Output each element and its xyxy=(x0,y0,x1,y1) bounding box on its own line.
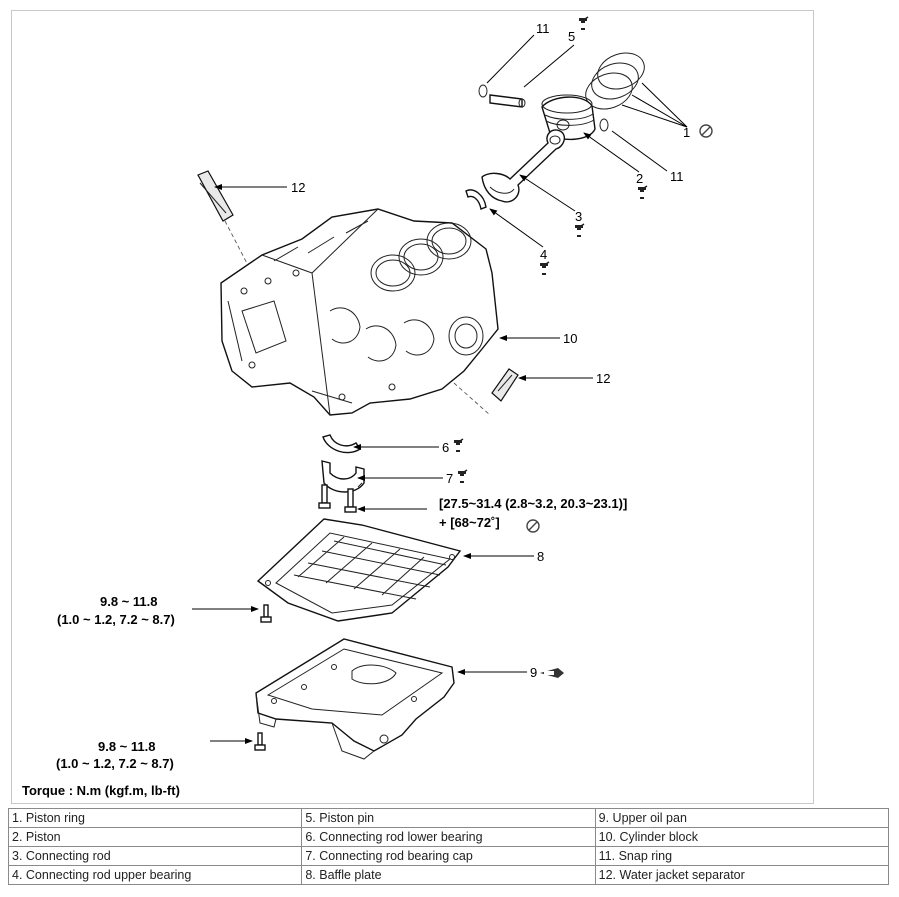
oil-pan-bolt xyxy=(254,732,266,751)
callout-6: 6 xyxy=(442,440,449,455)
callout-10: 10 xyxy=(563,331,577,346)
baffle-torque-line2: (1.0 ~ 1.2, 7.2 ~ 8.7) xyxy=(57,612,175,627)
callout-1: 1 xyxy=(683,125,690,140)
legend-cell: 5. Piston pin xyxy=(301,808,596,828)
legend-cell: 11. Snap ring xyxy=(594,846,890,866)
engine-oil-icon xyxy=(457,469,468,484)
no-reuse-icon xyxy=(699,124,713,138)
legend-cell: 2. Piston xyxy=(7,827,303,847)
no-reuse-icon xyxy=(526,519,540,533)
legend-row: 2. Piston 6. Connecting rod lower bearin… xyxy=(7,827,890,847)
legend-cell: 10. Cylinder block xyxy=(594,827,890,847)
callout-5: 5 xyxy=(568,29,575,44)
rod-lower-bearing xyxy=(322,434,361,454)
legend-cell: 12. Water jacket separator xyxy=(594,865,890,885)
oil-pan-torque-line2: (1.0 ~ 1.2, 7.2 ~ 8.7) xyxy=(56,756,174,771)
rod-cap-bolts xyxy=(318,484,357,513)
exploded-diagram: 1 2 11 11 5 3 4 12 xyxy=(11,10,814,804)
callout-9: 9 xyxy=(530,665,537,680)
callout-12a: 12 xyxy=(291,180,305,195)
rod-bearing-cap xyxy=(321,460,365,493)
legend-row: 4. Connecting rod upper bearing 8. Baffl… xyxy=(7,865,890,885)
water-jacket-separator-right xyxy=(491,368,519,402)
rod-cap-torque-line1: [27.5~31.4 (2.8~3.2, 20.3~23.1)] xyxy=(439,496,627,511)
baffle-torque-line1: 9.8 ~ 11.8 xyxy=(100,594,157,609)
callout-11b: 11 xyxy=(670,169,684,184)
baffle-bolt xyxy=(260,604,272,623)
callout-8: 8 xyxy=(537,549,544,564)
leader-4 xyxy=(489,208,544,248)
snap-ring-right xyxy=(599,118,609,132)
engine-oil-icon xyxy=(453,438,464,453)
piston xyxy=(541,94,596,140)
leader-11a xyxy=(486,34,535,84)
callout-4: 4 xyxy=(540,247,547,262)
legend-cell: 4. Connecting rod upper bearing xyxy=(7,865,303,885)
callout-11a: 11 xyxy=(536,21,550,36)
callout-3: 3 xyxy=(575,209,582,224)
diagram-drawing: 1 2 11 11 5 3 4 12 xyxy=(22,16,713,798)
upper-oil-pan xyxy=(255,638,455,760)
callout-12b: 12 xyxy=(596,371,610,386)
legend-cell: 8. Baffle plate xyxy=(301,865,596,885)
engine-oil-icon xyxy=(539,261,550,276)
leader-11b xyxy=(611,130,668,172)
torque-units-note: Torque : N.m (kgf.m, lb-ft) xyxy=(22,783,180,798)
guide-line-12b xyxy=(453,382,491,416)
baffle-plate xyxy=(256,518,462,622)
legend-cell: 9. Upper oil pan xyxy=(594,808,890,828)
oil-pan-torque-line1: 9.8 ~ 11.8 xyxy=(98,739,155,754)
rod-upper-bearing xyxy=(465,189,487,210)
legend-row: 3. Connecting rod 7. Connecting rod bear… xyxy=(7,846,890,866)
leader-1a xyxy=(641,82,688,128)
legend-cell: 6. Connecting rod lower bearing xyxy=(301,827,596,847)
legend-cell: 3. Connecting rod xyxy=(7,846,303,866)
water-jacket-separator-left xyxy=(197,170,234,222)
legend-row: 1. Piston ring 5. Piston pin 9. Upper oi… xyxy=(7,808,890,828)
cylinder-block xyxy=(220,208,499,416)
piston-rings xyxy=(585,52,645,110)
guide-line-12a xyxy=(224,220,253,274)
snap-ring-left xyxy=(478,84,488,98)
engine-oil-icon xyxy=(578,16,589,31)
piston-pin xyxy=(489,94,526,108)
connecting-rod xyxy=(481,129,566,203)
legend-cell: 1. Piston ring xyxy=(7,808,303,828)
legend-cell: 7. Connecting rod bearing cap xyxy=(301,846,596,866)
leader-1c xyxy=(621,104,688,128)
sealant-tube-icon xyxy=(540,668,564,678)
callout-2: 2 xyxy=(636,171,643,186)
rod-cap-torque-line2: + [68~72˚] xyxy=(439,515,500,530)
engine-oil-icon xyxy=(574,223,585,238)
callout-7: 7 xyxy=(446,471,453,486)
leader-3 xyxy=(519,174,576,212)
leader-1b xyxy=(631,94,688,128)
parts-legend-table: 1. Piston ring 5. Piston pin 9. Upper oi… xyxy=(7,808,890,885)
engine-oil-icon xyxy=(637,185,648,200)
leader-5 xyxy=(523,44,575,88)
leader-2 xyxy=(583,132,640,173)
